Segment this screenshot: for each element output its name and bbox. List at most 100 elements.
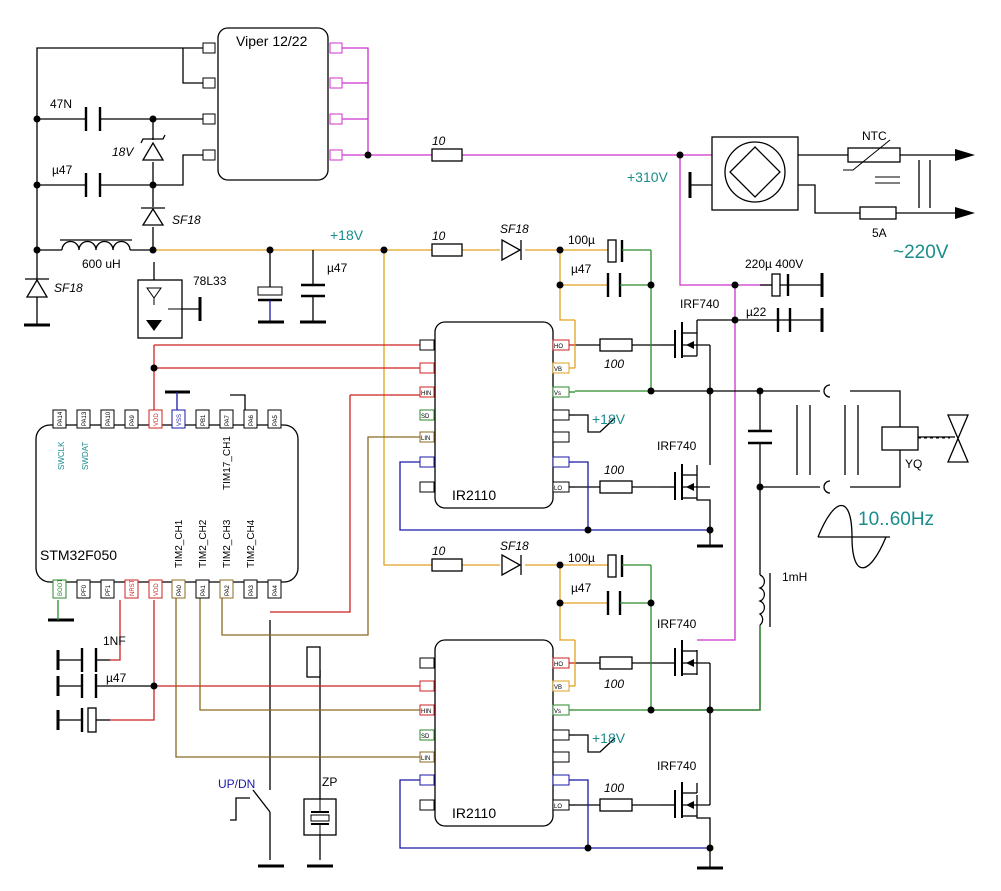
sf18-label: SF18 [500, 222, 529, 236]
pin-sd: SD [421, 734, 430, 740]
driver1-pin-wires [569, 320, 576, 488]
pin-lin: LIN [421, 756, 430, 762]
mcu-bottom-pin: PA4 [273, 584, 279, 596]
brown-wires [175, 436, 420, 758]
cap-100u-label: 100µ [568, 233, 595, 247]
ir2110-driver-upper: HO VB Vs LO HIN SD LIN IR2110 [419, 321, 570, 509]
pin-vb: VB [554, 685, 562, 691]
mcu-caps [58, 648, 154, 733]
mosfet-label: IRF740 [657, 439, 697, 453]
mcu-top-pin: PA5 [273, 414, 279, 426]
resistor-100-label: 100 [604, 781, 624, 795]
cap-u47-label: µ47 [106, 671, 127, 685]
hv-rail-wires [338, 47, 778, 641]
updn-label: UP/DN [218, 777, 255, 791]
mcu-top-pin: PA7 [225, 414, 231, 426]
cap-u22-label: µ22 [746, 305, 767, 319]
sf18-label: SF18 [500, 539, 529, 553]
bootstrap-caps [560, 239, 651, 615]
resistor-10-label: 10 [432, 134, 446, 148]
gate-resistors [599, 338, 633, 812]
mosfet-arrows [686, 341, 694, 809]
cap-47n-label: 47N [50, 97, 72, 111]
swdat-label: SWDAT [81, 442, 90, 470]
tim2-ch3-label: TIM2_CH3 [222, 519, 233, 568]
hv-caps [771, 273, 824, 332]
mcu-top-pin: VDD [154, 413, 160, 426]
yq-label: YQ [905, 457, 922, 471]
pin-lin: LIN [421, 436, 430, 442]
pin-vs: Vs [554, 709, 561, 715]
tim2-ch1-label: TIM2_CH1 [174, 519, 185, 568]
rail-18v-label: +18V [592, 730, 626, 746]
mcu-label: STM32F050 [40, 547, 117, 563]
piezo-label: ZP [322, 775, 337, 789]
cap-u47-label: µ47 [52, 163, 73, 177]
mcu-bottom-pin: PA0 [177, 584, 183, 596]
stm32-mcu: PA14 PA13 PA10 PA9 VDD VSS PB1 PA7 PA6 P… [35, 409, 299, 599]
sf18-label: SF18 [54, 281, 83, 295]
fuse-label: 5A [872, 226, 887, 240]
cap-220u-label: 220µ 400V [745, 257, 803, 271]
cap-u47-label: µ47 [571, 581, 592, 595]
inductor-600uh [61, 240, 131, 251]
pin-ho: HO [554, 662, 563, 668]
rail-310v-label: +310V [627, 169, 669, 185]
mcu-bottom-pin: BOOT [58, 579, 64, 596]
bottom-components [230, 646, 337, 836]
swclk-label: SWCLK [57, 441, 66, 470]
resistor-10-label: 10 [432, 544, 446, 558]
sf18-label: SF18 [172, 213, 201, 227]
mcu-top-pin: PA13 [82, 411, 88, 426]
driver2-pin-wires [569, 640, 576, 806]
blue-wires [399, 461, 710, 849]
rail-caps [257, 250, 326, 324]
mcu-top-pin: VSS [177, 414, 183, 426]
tim2-ch4-label: TIM2_CH4 [246, 519, 257, 568]
mcu-top-pin: PA10 [106, 411, 112, 426]
pin-ho: HO [554, 344, 563, 350]
diode-sf18-b [25, 278, 49, 298]
driver-label: IR2110 [452, 487, 496, 503]
rail-18v-label: +18V [330, 227, 364, 243]
mcu-bottom-pin: PA1 [201, 584, 207, 596]
resistor-100-label: 100 [604, 677, 624, 691]
resistor-100-label: 100 [604, 357, 624, 371]
pin-hin: HIN [421, 709, 431, 715]
zener-18v [140, 134, 166, 161]
cap-u47-label: µ47 [571, 262, 592, 276]
ir2110-driver-lower: HO VB Vs LO HIN SD LIN IR2110 [419, 639, 570, 827]
cap-u47-label: µ47 [327, 261, 348, 275]
pin-sd: SD [421, 414, 430, 420]
resistor-10-label: 10 [432, 229, 446, 243]
junction-dots [33, 115, 764, 852]
resistor-100-label: 100 [604, 463, 624, 477]
mosfet-label: IRF740 [657, 617, 697, 631]
bridge-rectifier [688, 136, 799, 211]
pin-lo: LO [554, 486, 562, 492]
mcu-top-pin: PA9 [130, 414, 136, 426]
mains-label: ~220V [893, 242, 949, 263]
mosfet-label: IRF740 [680, 297, 720, 311]
mosfet-label: IRF740 [657, 759, 697, 773]
left-caps [84, 107, 102, 197]
mcu-top-pin: PA6 [249, 414, 255, 426]
pin-vs: Vs [554, 391, 561, 397]
ntc-fuse [843, 139, 975, 220]
inductor-label: 600 uH [82, 257, 121, 271]
mcu-bottom-pin: PF1 [106, 584, 112, 596]
zener-label: 18V [112, 145, 134, 159]
driver-label: IR2110 [452, 805, 496, 821]
mcu-bottom-pin: NRST [130, 579, 136, 596]
mcu-bottom-pin: PF0 [82, 584, 88, 596]
pin-vb: VB [554, 367, 562, 373]
cap-100u-label: 100µ [568, 551, 595, 565]
inductor-1mh-label: 1mH [782, 570, 807, 584]
mcu-top-pin: PA14 [58, 411, 64, 426]
cap-1nf-label: 1NF [103, 634, 126, 648]
pin-lo: LO [554, 804, 562, 810]
mcu-bottom-pin: PA2 [225, 584, 231, 596]
mcu-top-pin: PB1 [201, 414, 207, 426]
